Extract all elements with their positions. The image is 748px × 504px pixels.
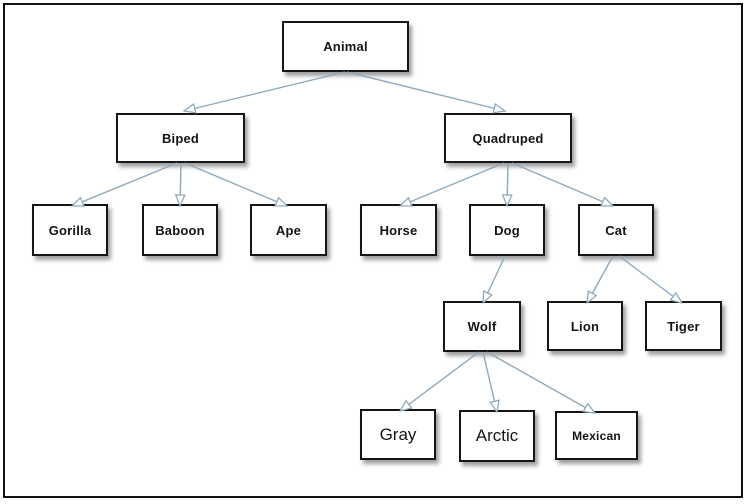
node-animal: Animal bbox=[282, 21, 409, 72]
node-gray: Gray bbox=[360, 409, 436, 460]
node-biped: Biped bbox=[116, 113, 245, 163]
node-gorilla: Gorilla bbox=[32, 204, 108, 256]
node-horse: Horse bbox=[360, 204, 437, 256]
node-arctic: Arctic bbox=[459, 410, 535, 462]
node-mexican: Mexican bbox=[555, 411, 638, 460]
node-dog: Dog bbox=[469, 204, 545, 256]
node-wolf: Wolf bbox=[443, 301, 521, 352]
node-cat: Cat bbox=[578, 204, 654, 256]
node-quadruped: Quadruped bbox=[444, 113, 572, 163]
node-ape: Ape bbox=[250, 204, 327, 256]
node-tiger: Tiger bbox=[645, 301, 722, 351]
node-baboon: Baboon bbox=[142, 204, 218, 256]
node-lion: Lion bbox=[547, 301, 623, 351]
